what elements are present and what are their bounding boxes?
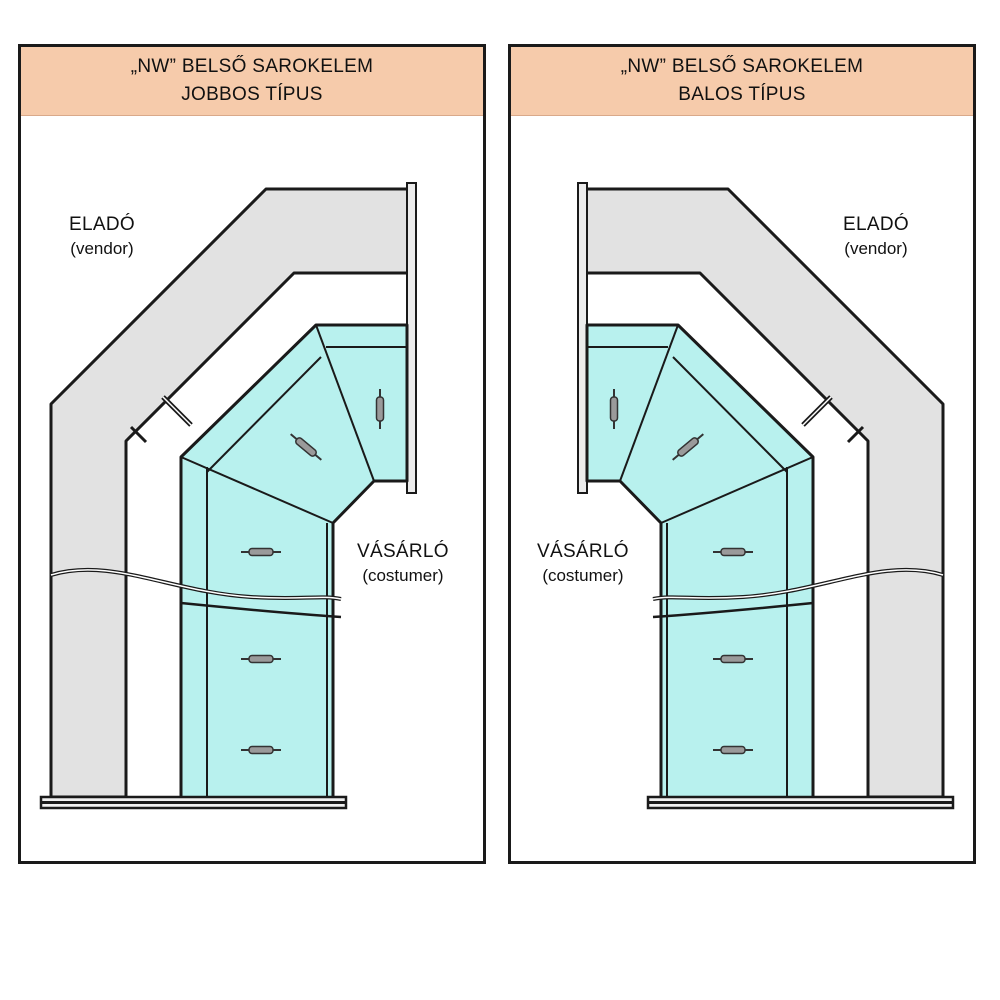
handle-icon	[241, 654, 281, 664]
strut	[846, 425, 865, 444]
corner-element-drawing	[39, 182, 417, 810]
panel-title-line2: BALOS TÍPUS	[678, 84, 806, 105]
vendor-label: ELADÓ (vendor)	[843, 214, 909, 258]
panel-title-line2: JOBBOS TÍPUS	[181, 84, 323, 105]
handle-icon	[672, 433, 704, 461]
panel-title-line1: „NW” BELSŐ SAROKELEM	[130, 56, 374, 77]
handle-icon	[241, 547, 281, 557]
corner-element-drawing	[577, 182, 955, 810]
panel-header: „NW” BELSŐ SAROKELEM BALOS TÍPUS	[511, 47, 973, 116]
panel-header: „NW” BELSŐ SAROKELEM JOBBOS TÍPUS	[21, 47, 483, 116]
panel-title-line1: „NW” BELSŐ SAROKELEM	[620, 56, 864, 77]
handle-icon	[713, 745, 753, 755]
handle-icon	[713, 654, 753, 664]
customer-label: VÁSÁRLÓ (costumer)	[537, 541, 629, 585]
panel-right-type: „NW” BELSŐ SAROKELEM JOBBOS TÍPUS	[18, 44, 486, 864]
handle-icon	[713, 547, 753, 557]
panel-left-type: „NW” BELSŐ SAROKELEM BALOS TÍPUS	[508, 44, 976, 864]
customer-label: VÁSÁRLÓ (costumer)	[357, 541, 449, 585]
strut	[129, 425, 148, 444]
vendor-label: ELADÓ (vendor)	[69, 214, 135, 258]
handle-icon	[375, 389, 385, 429]
handle-icon	[290, 433, 322, 461]
handle-icon	[609, 389, 619, 429]
handle-icon	[241, 745, 281, 755]
